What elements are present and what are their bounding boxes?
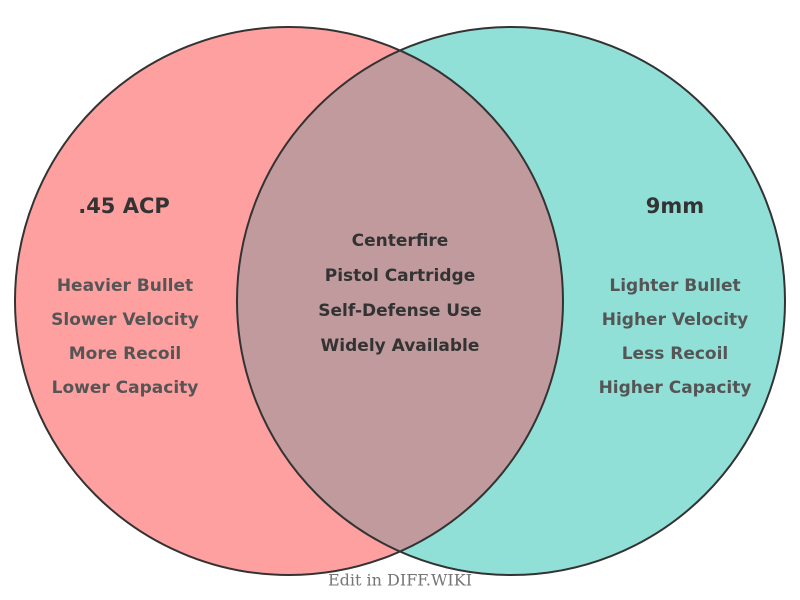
list-item: Heavier Bullet (56, 276, 194, 296)
list-item: More Recoil (68, 344, 182, 364)
list-item: Self-Defense Use (318, 301, 482, 321)
right-circle-title: 9mm (645, 194, 705, 218)
left-circle-title: .45 ACP (78, 194, 170, 218)
edit-in-diffwiki-link[interactable]: Edit in DIFF.WIKI (327, 570, 473, 590)
list-item: Higher Capacity (598, 378, 752, 398)
list-item: Widely Available (320, 336, 480, 356)
list-item: Pistol Cartridge (324, 266, 476, 286)
overlap-region (237, 50, 563, 552)
right-circle-outline (236, 26, 786, 576)
overlap-items: Centerfire Pistol Cartridge Self-Defense… (318, 224, 481, 364)
list-item: Higher Velocity (601, 310, 749, 330)
right-circle-items: Lighter Bullet Higher Velocity Less Reco… (599, 269, 752, 405)
list-item: Centerfire (351, 231, 449, 251)
list-item: Lower Capacity (51, 378, 199, 398)
left-circle-outline (14, 26, 564, 576)
list-item: Slower Velocity (51, 310, 199, 330)
list-item: Less Recoil (621, 344, 729, 364)
left-circle-items: Heavier Bullet Slower Velocity More Reco… (51, 269, 199, 405)
list-item: Lighter Bullet (609, 276, 741, 296)
